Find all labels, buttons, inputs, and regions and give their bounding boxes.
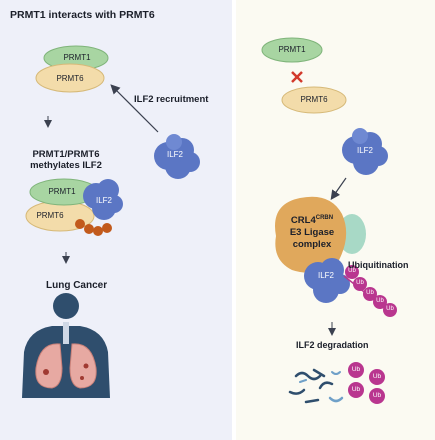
right-prmt1-protein [261,37,323,63]
right-prmt6-protein [281,86,347,114]
ub-free [369,369,385,385]
panel-divider [232,0,236,440]
arrow-to-e3-complex [330,177,347,200]
head [53,293,79,319]
no-interaction-cross-icon [291,71,303,83]
complex-prmt6-label: PRMT6 [36,211,64,220]
crl4-text: CRL4 [290,215,316,227]
prmt-pair-top [35,45,109,93]
ub-label: Ub [348,268,356,274]
ilf2-recruitment-arrow [110,84,159,133]
ub-label: Ub [376,298,384,304]
prmt6-protein [35,63,105,93]
ilf2-degradation-label: ILF2 degradation [296,340,369,350]
human-torso-illustration [22,293,110,398]
methyl-group [102,223,112,233]
ub-label: Ub [356,280,364,286]
complex-prmt1-label: PRMT1 [48,187,76,196]
ub-free [369,388,385,404]
ub-label: Ub [386,306,394,312]
ub-label: Ub [372,392,382,399]
ubiquitination-label: Ubiquitination [348,260,409,270]
ub-bead [373,295,387,309]
ub-label: Ub [351,386,361,393]
right-prmt1-label: PRMT1 [278,45,306,54]
crl4-e3-ligase-complex [275,196,366,273]
ub-bead [363,287,377,301]
methyl-group [84,224,94,234]
tumor [80,376,84,380]
bound-ilf2-label: ILF2 [317,271,334,280]
ub-label: Ub [372,373,382,380]
right-lung [69,343,97,389]
prmt-ilf2-complex [25,178,123,236]
ub-label: Ub [351,366,361,373]
left-lung [35,343,63,389]
ilf2-recruitment-label: ILF2 recruitment [134,94,209,105]
methyl-group [75,219,85,229]
ilf2-protein-right [342,128,388,175]
methylates-label-line2: methylates ILF2 [30,160,102,171]
e3-ligase-label-line2: complex [292,239,332,250]
ub-bead [345,265,359,279]
methylates-label-line1: PRMT1/PRMT6 [32,149,100,160]
tumor [83,363,89,369]
ub-bead [353,277,367,291]
crl4-label: CRL4CRBN [284,215,340,226]
lung-cancer-label: Lung Cancer [46,280,108,291]
free-ubiquitin [348,362,385,404]
ilf2-label-left: ILF2 [166,150,183,159]
left-title: PRMT1 interacts with PRMT6 [10,9,155,21]
complex-ilf2-label: ILF2 [95,196,112,205]
degraded-ilf2-fragments [288,368,344,404]
ub-bead [383,303,397,317]
ubiquitin-chain [343,265,397,317]
right-prmt6-label: PRMT6 [300,95,328,104]
trachea [63,322,69,344]
prmt6-label: PRMT6 [56,74,84,83]
methyl-group [93,226,103,236]
e3-ligase-label-line1: E3 Ligase [289,227,335,238]
crl4-superscript: CRBN [315,215,334,221]
ilf2-protein-left [154,134,200,179]
ub-label: Ub [366,290,374,296]
prmt1-label: PRMT1 [63,53,91,62]
ub-free [348,362,364,378]
ilf2-bound [304,258,350,303]
tumor [43,369,49,375]
ub-free [348,382,364,398]
ilf2-label-right: ILF2 [356,146,373,155]
